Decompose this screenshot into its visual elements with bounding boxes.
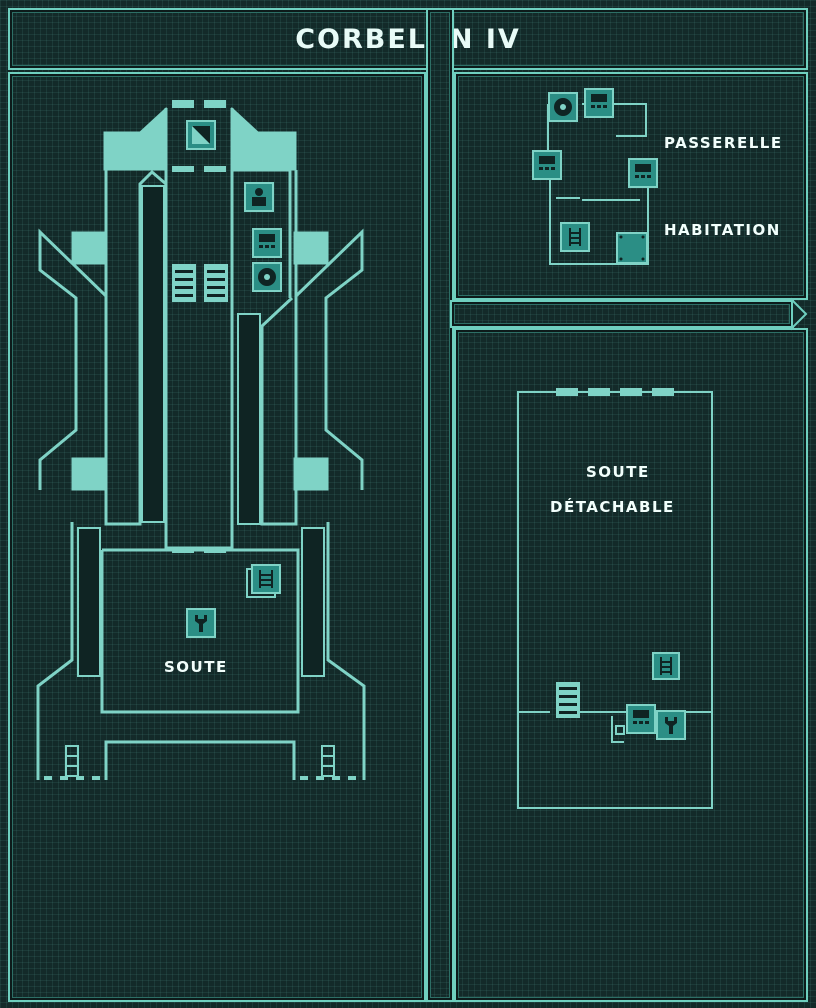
- wrench-icon[interactable]: [656, 710, 686, 740]
- bunk-bed-icon[interactable]: [556, 682, 580, 718]
- cargo-bay-outline: [100, 548, 300, 714]
- title-bar: [8, 8, 808, 70]
- ladder-icon[interactable]: [246, 564, 282, 600]
- central-hull: [164, 108, 234, 550]
- detachable-cargo-outline: [517, 391, 713, 809]
- wing-pod-lower-right: [293, 457, 329, 491]
- room-label-cargo: SOUTE: [164, 658, 228, 676]
- horizontal-corridor: [450, 300, 794, 328]
- bridge-quarters-panel: [454, 72, 808, 300]
- terminal-icon[interactable]: [628, 158, 658, 188]
- hatch-icon[interactable]: [616, 232, 648, 264]
- detachable-cargo-panel: [454, 328, 808, 1002]
- fan-icon[interactable]: [252, 262, 282, 292]
- ship-name-title: CORBELAN IV: [295, 23, 521, 55]
- room-label-detachable-cargo-2: DÉTACHABLE: [550, 498, 675, 516]
- crew-member-icon[interactable]: [244, 182, 274, 212]
- main-ship-panel: [8, 72, 426, 1002]
- vertical-corridor: [426, 8, 454, 1002]
- hull-nose-left: [103, 106, 167, 171]
- terminal-icon[interactable]: [252, 228, 282, 258]
- terminal-icon[interactable]: [584, 88, 614, 118]
- ladder-icon[interactable]: [652, 652, 680, 680]
- navigation-console-icon[interactable]: [186, 120, 216, 150]
- fan-icon[interactable]: [548, 92, 578, 122]
- connector-icon: [611, 716, 625, 743]
- wrench-icon[interactable]: [186, 608, 216, 638]
- hull-nose-right: [231, 106, 297, 171]
- wing-pod-upper-left: [71, 231, 107, 265]
- terminal-icon[interactable]: [532, 150, 562, 180]
- bunk-beds-icon[interactable]: [172, 264, 228, 302]
- room-label-quarters: HABITATION: [664, 221, 781, 239]
- ladder-icon[interactable]: [560, 222, 590, 252]
- room-label-detachable-cargo-1: SOUTE: [586, 463, 650, 481]
- terminal-icon[interactable]: [626, 704, 656, 734]
- left-tube: [104, 169, 167, 526]
- room-label-bridge: PASSERELLE: [664, 134, 783, 152]
- wing-pod-lower-left: [71, 457, 107, 491]
- wing-pod-upper-right: [293, 231, 329, 265]
